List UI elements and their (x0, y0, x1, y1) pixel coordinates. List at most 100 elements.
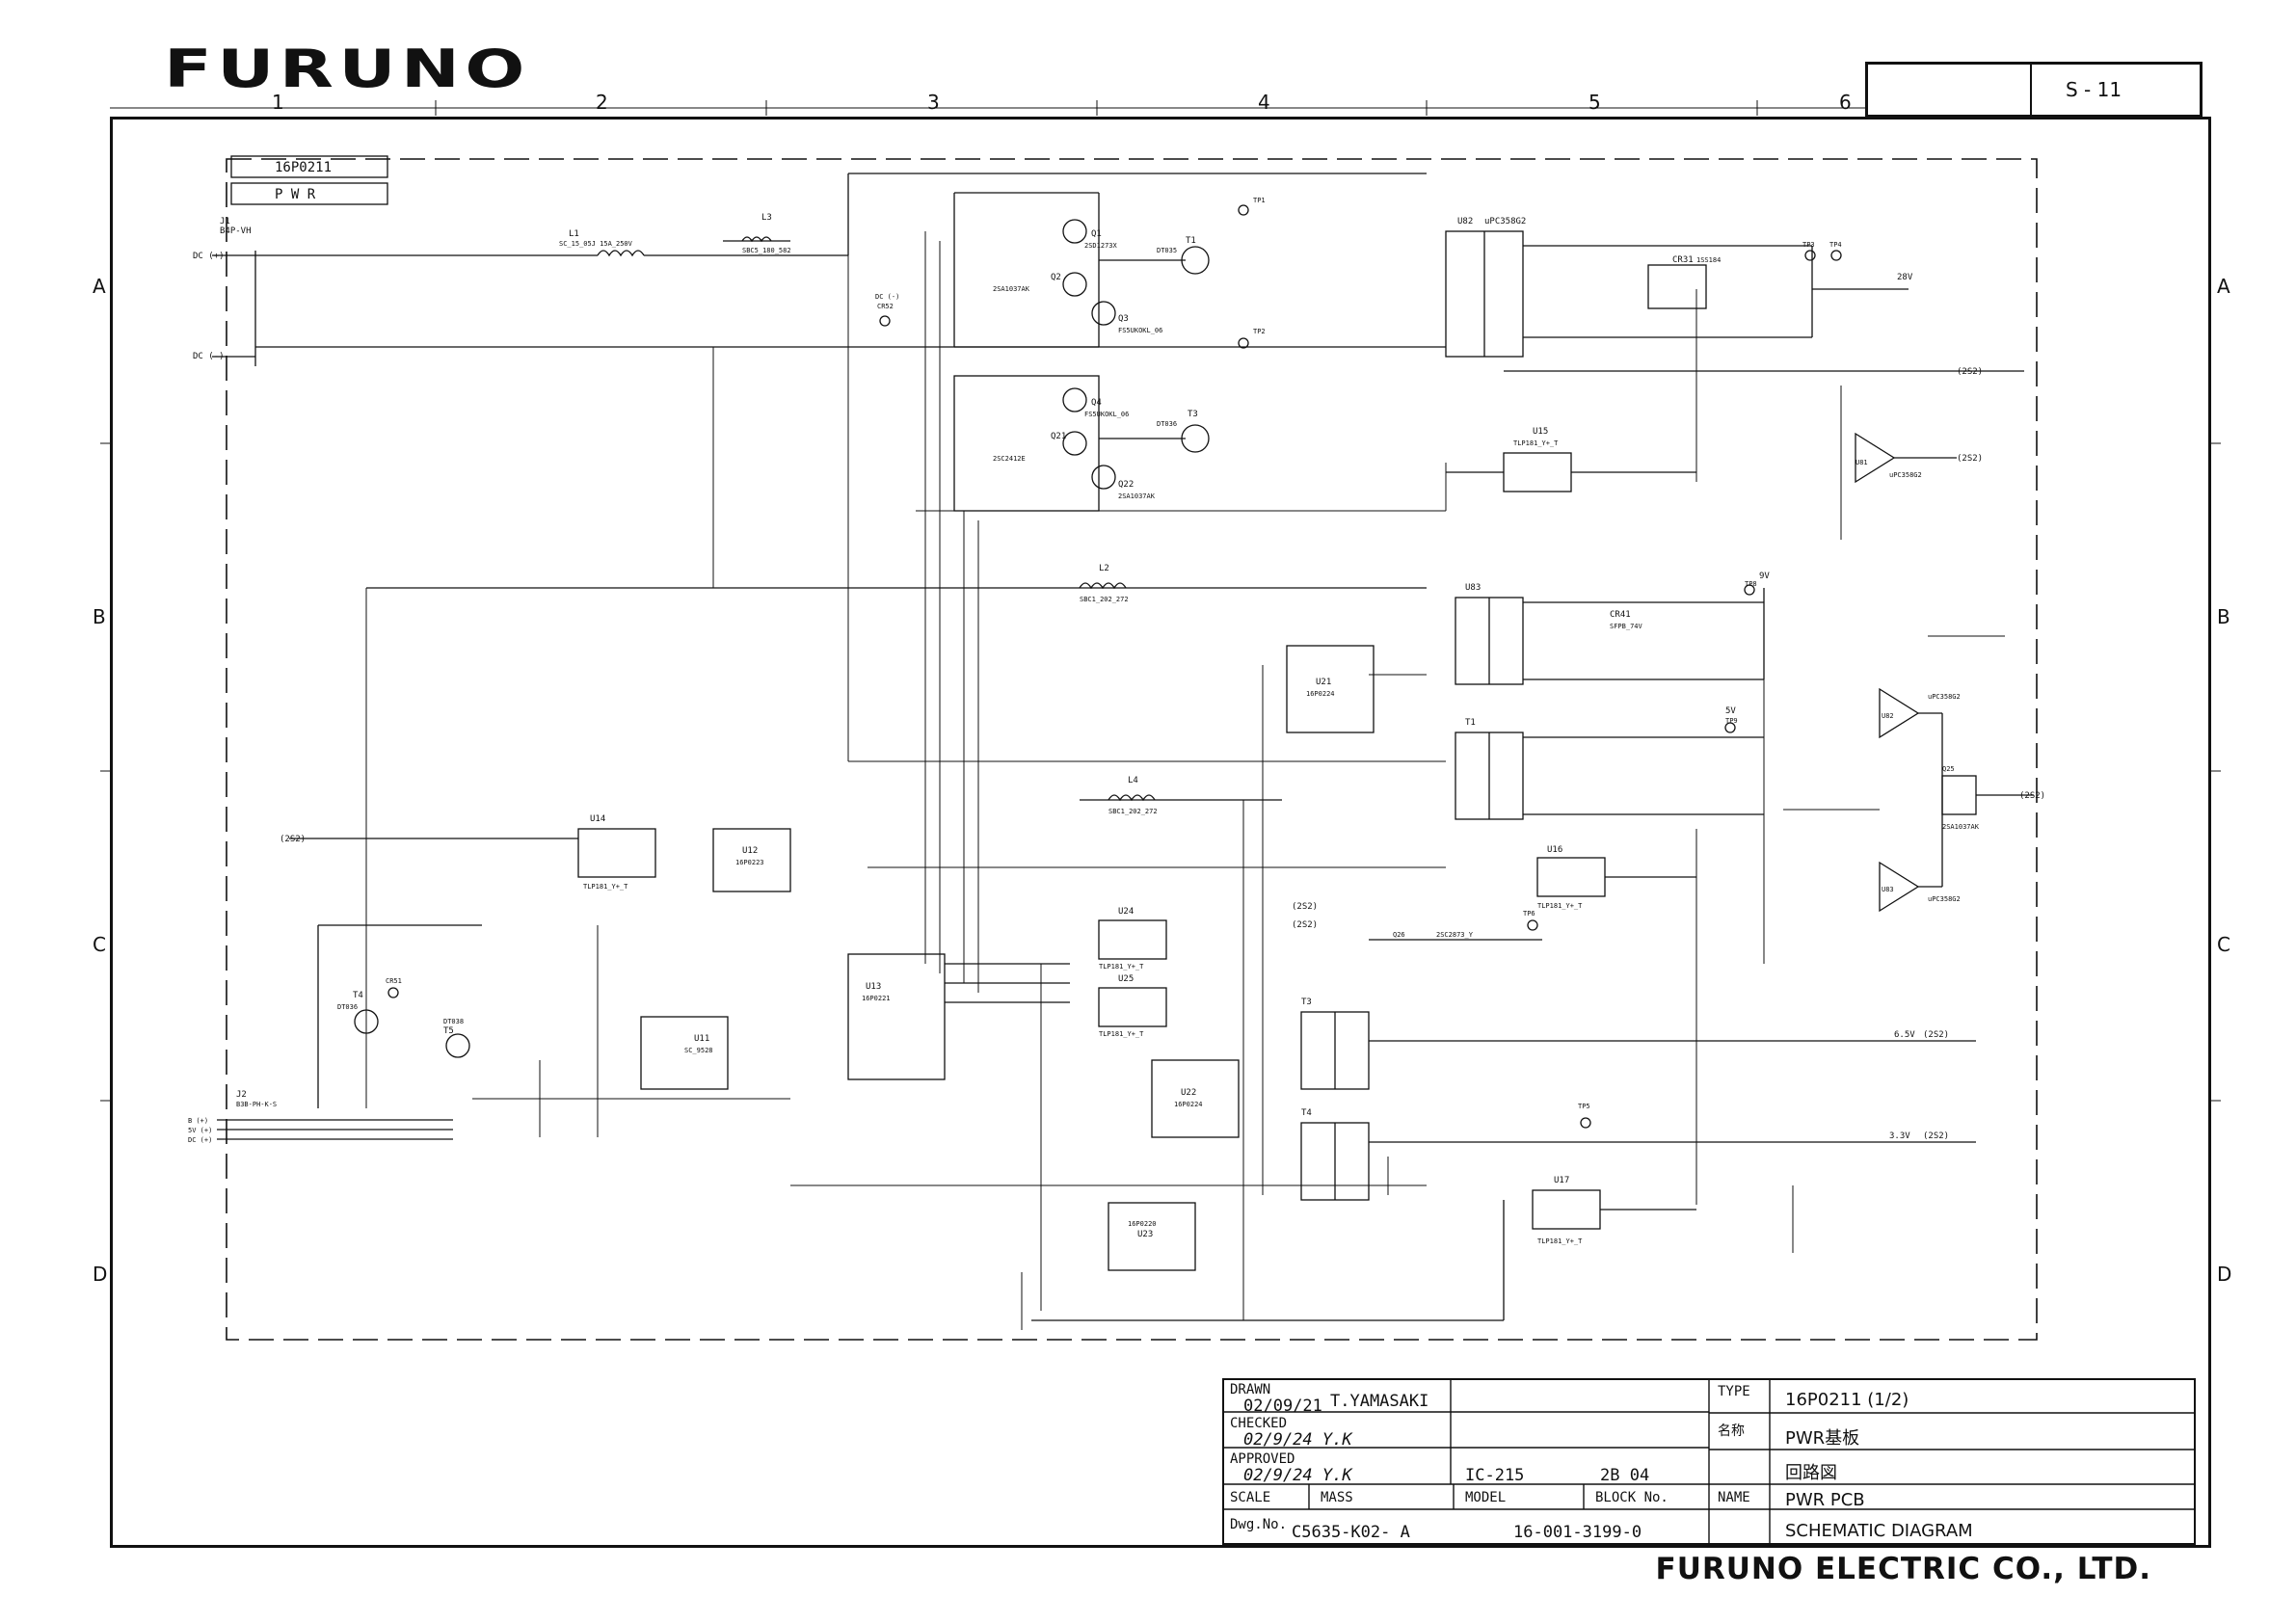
testpoint-tp2: CR52 (877, 303, 894, 310)
ic-u23 (1108, 1202, 1196, 1271)
transistor-q23-ref: Q3 (1118, 314, 1129, 324)
board-outline (226, 158, 2038, 1341)
connector-j2 (217, 1119, 453, 1140)
diode-cr52-value: SFPB_74V (1610, 623, 1643, 630)
type-label: TYPE (1718, 1384, 1750, 1399)
dwg-number: C5635-K02- A (1292, 1523, 1410, 1542)
ic-u13-ref: U13 (866, 982, 881, 992)
opamp-u82-ref: U82 (1882, 712, 1894, 720)
sheet-ref-u14: (2S2) (280, 835, 306, 844)
optocouplers-u24-u25 (1098, 919, 1167, 1027)
block-number: 2B 04 (1600, 1466, 1650, 1485)
transformer-t6 (1300, 1122, 1370, 1201)
net-9v: 9V (1759, 572, 1770, 581)
diode-cr31 (1941, 713, 2034, 887)
testpoint-tp4: TP2 (1253, 328, 1266, 335)
transistor-q22-ref: Q2 (1051, 273, 1061, 282)
inductor-l3-ref: L3 (761, 213, 772, 223)
connector-j2-pin-5v: 5V (+) (188, 1127, 212, 1134)
transistor-q22-value: 2SA1037AK (993, 285, 1030, 293)
block-label: BLOCK No. (1595, 1490, 1669, 1505)
mass-label: MASS (1321, 1490, 1353, 1505)
transistor-q26-value: 2SA1037AK (1118, 492, 1156, 500)
transistor-q23-value: FS5UKOKL_06 (1118, 327, 1162, 334)
ic-u11-value: SC_9528 (684, 1047, 713, 1054)
drawing-title: SCHEMATIC DIAGRAM (1785, 1521, 1973, 1541)
optocoupler-u16-ref: U16 (1547, 845, 1562, 855)
fet-q3-ref: T1 (1186, 236, 1196, 246)
connector-j1 (212, 251, 256, 366)
diode-cr51-value: 1SS184 (1696, 256, 1721, 264)
transformer-t4-ref: T1 (1465, 718, 1476, 728)
row-ruler (100, 442, 2221, 1102)
row-marker-c-left: C (93, 933, 106, 956)
optocoupler-u17-ref: U17 (1554, 1176, 1569, 1185)
diode-cr31-value: 2SA1037AK (1942, 823, 1980, 831)
title-block-grid (1222, 1378, 2196, 1545)
transformer-t4 (1455, 732, 1524, 820)
opamp-u83-ref: U83 (1882, 886, 1894, 893)
net-dc-minus: DC (-) (875, 293, 899, 301)
fet-q4-value: DT036 (1157, 420, 1177, 428)
sheet-ref-u24: (2S2) (1292, 902, 1318, 912)
connector-j1-pin-dc-plus: DC (+) (193, 252, 225, 261)
diode-cr41-value: 2SC2873_Y (1436, 931, 1474, 939)
optocoupler-u16-value: TLP181_Y+_T (1537, 902, 1583, 910)
ic-u23-value: 16P0220 (1128, 1220, 1157, 1228)
row-marker-a-right: A (2217, 275, 2230, 298)
transformer-t5-ref: T3 (1301, 998, 1312, 1007)
transformer-t3-ref: U83 (1465, 583, 1481, 593)
diode-cr41-ref: Q26 (1393, 931, 1405, 939)
ic-u21-value: 16P0224 (1306, 690, 1335, 698)
ic-u11-ref: U11 (694, 1034, 709, 1044)
input-rails (255, 173, 1446, 348)
transistor-q21-value: 2SD1273X (1084, 242, 1118, 250)
transformer-t3 (1455, 597, 1524, 685)
testpoint-tp3: TP1 (1253, 197, 1266, 204)
optocoupler-u14-value: TLP181_Y+_T (583, 883, 628, 891)
inductor-l2-value: SBC1_202_272 (1080, 596, 1129, 603)
ic-u13-value: 16P0221 (862, 995, 891, 1002)
board-id: 16P0211 (275, 160, 332, 175)
column-ruler (110, 100, 1865, 116)
row-marker-d-right: D (2217, 1263, 2232, 1286)
testpoint-tp10: TP8 (1745, 580, 1757, 588)
connector-j2-part: B3B-PH-K-S (236, 1101, 277, 1108)
testpoint-tp6: TP4 (1829, 241, 1842, 249)
row-marker-a-left: A (93, 275, 106, 298)
board-name: P W R (275, 187, 316, 202)
feedback-u15 (1446, 452, 1696, 492)
sheet-ref-u25: (2S2) (1292, 920, 1318, 930)
opamp-u83-value: uPC358G2 (1928, 895, 1961, 903)
net-3v3: 3.3V (1889, 1131, 1910, 1141)
output-6v5-3v3-stage (1369, 939, 1976, 1143)
testpoint-tp9: TP6 (1523, 910, 1535, 918)
testpoint-tp11: TP9 (1725, 717, 1738, 725)
title-block: DRAWN 02/09/21 T.YAMASAKI CHECKED 02/9/2… (1222, 1378, 2196, 1545)
diode-cr52-ref: CR41 (1610, 610, 1631, 620)
row-marker-b-right: B (2217, 605, 2230, 628)
ic-u22-value: 16P0224 (1174, 1101, 1203, 1108)
testpoint-tp1: CR51 (386, 977, 402, 985)
drawn-label: DRAWN (1230, 1382, 1271, 1397)
opamp-u83 (1879, 861, 1942, 913)
company-name: FURUNO ELECTRIC CO., LTD. (1655, 1552, 2151, 1586)
inductor-l1-value: SC_15_05J 15A_250V (559, 240, 633, 248)
optocoupler-u14-ref: U14 (590, 814, 605, 824)
diode-cr51-ref: CR31 (1672, 255, 1694, 265)
connector-j2-pin-dc: DC (+) (188, 1136, 212, 1144)
model-label: MODEL (1465, 1490, 1507, 1505)
net-28v: 28V (1897, 273, 1913, 282)
sheet-box-divider (2030, 65, 2032, 115)
type-value: 16P0211 (1/2) (1785, 1390, 1909, 1410)
inductor-l4-ref: L4 (1128, 776, 1138, 785)
control-u14 (289, 828, 656, 878)
fet-q4-ref: T3 (1188, 410, 1198, 419)
sheet-number: S - 11 (2066, 78, 2122, 101)
transistor-q1-value: DT036 (337, 1003, 358, 1011)
ic-u21-ref: U21 (1316, 678, 1331, 687)
document-number: 16-001-3199-0 (1513, 1523, 1642, 1542)
transistor-q24-value: FS5UKOKL_06 (1084, 411, 1129, 418)
opamp-u81-ref: U81 (1855, 459, 1868, 466)
